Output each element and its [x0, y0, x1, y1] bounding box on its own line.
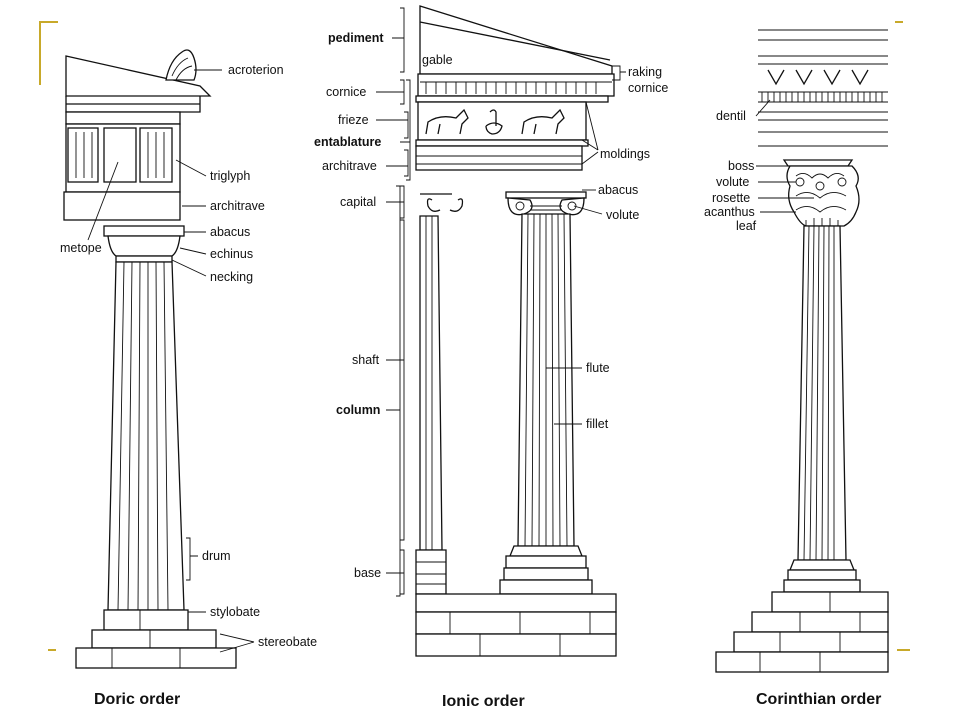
- label-echinus: echinus: [210, 247, 253, 261]
- ionic-dentils: [425, 82, 597, 94]
- label-ionic-volute: volute: [606, 208, 639, 222]
- label-raking-line2: cornice: [628, 81, 668, 95]
- label-triglyph: triglyph: [210, 169, 250, 183]
- label-cornice: cornice: [326, 85, 366, 99]
- label-stereobate: stereobate: [258, 635, 317, 649]
- label-column: column: [336, 403, 380, 417]
- label-frieze: frieze: [338, 113, 369, 127]
- label-ionic-abacus: abacus: [598, 183, 638, 197]
- label-doric-architrave: architrave: [210, 199, 265, 213]
- doric-order-drawing: [63, 49, 237, 669]
- title-corinthian-order: Corinthian order: [756, 691, 881, 708]
- label-metope: metope: [60, 241, 102, 255]
- slide-frame-accents: [39, 21, 910, 651]
- label-capital: capital: [340, 195, 376, 209]
- label-ionic-architrave: architrave: [322, 159, 377, 173]
- label-corinthian-volute: volute: [716, 175, 749, 189]
- ionic-leaders: [376, 7, 626, 597]
- label-necking: necking: [210, 270, 253, 284]
- label-entablature: entablature: [314, 135, 381, 149]
- corinthian-leaders: [755, 99, 814, 213]
- ionic-labels: pediment gable raking cornice cornice fr…: [314, 31, 668, 580]
- corinthian-labels: dentil boss volute rosette acanthus leaf: [704, 109, 757, 233]
- label-acanthus-line2: leaf: [736, 219, 757, 233]
- label-gable: gable: [422, 53, 453, 67]
- corinthian-order-drawing: [715, 29, 889, 673]
- frieze-horse-left: [425, 108, 469, 135]
- label-shaft: shaft: [352, 353, 380, 367]
- label-acroterion: acroterion: [228, 63, 284, 77]
- frieze-chariot-figure: [485, 109, 503, 135]
- label-stylobate: stylobate: [210, 605, 260, 619]
- doric-leaders: [87, 69, 255, 653]
- label-moldings: moldings: [600, 147, 650, 161]
- label-boss: boss: [728, 159, 754, 173]
- label-raking-line1: raking: [628, 65, 662, 79]
- acroterion-ornament: [165, 49, 197, 81]
- doric-labels: acroterion triglyph architrave abacus ec…: [60, 63, 317, 649]
- label-doric-abacus: abacus: [210, 225, 250, 239]
- corinthian-rosette-mark: [815, 181, 825, 191]
- label-dentil: dentil: [716, 109, 746, 123]
- ionic-order-drawing: [415, 5, 617, 657]
- label-rosette: rosette: [712, 191, 750, 205]
- label-acanthus-line1: acanthus: [704, 205, 755, 219]
- title-ionic-order: Ionic order: [442, 693, 525, 710]
- corinthian-dentil-blocks: [767, 69, 869, 86]
- label-fillet: fillet: [586, 417, 609, 431]
- label-base: base: [354, 566, 381, 580]
- label-pediment: pediment: [328, 31, 384, 45]
- label-flute: flute: [586, 361, 610, 375]
- label-drum: drum: [202, 549, 230, 563]
- frieze-horse-right: [521, 108, 565, 135]
- title-doric-order: Doric order: [94, 691, 180, 708]
